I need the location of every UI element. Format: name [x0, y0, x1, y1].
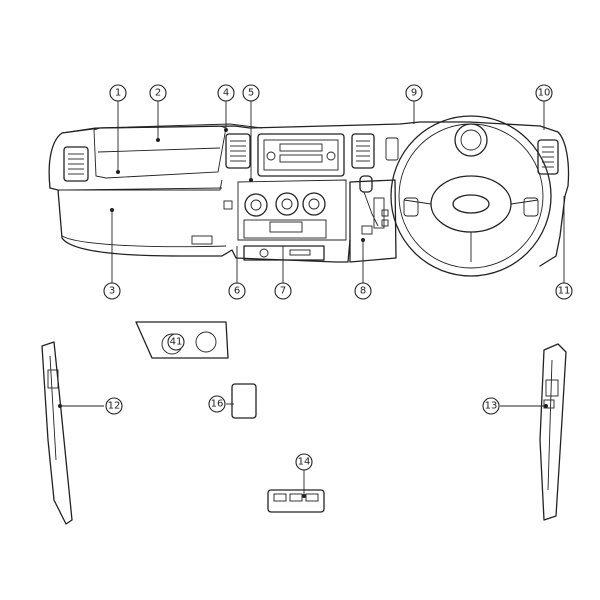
callout-10-label: 10 [538, 88, 551, 99]
callout-7-label: 7 [280, 286, 286, 297]
right-door-trim [539, 343, 567, 521]
callout-1-label: 1 [115, 88, 121, 99]
callout-16-label: 16 [211, 399, 224, 410]
gear-shifter-panel [349, 175, 397, 263]
callout-8: 8 [354, 282, 372, 300]
lower-center-console [243, 219, 327, 261]
callout-9-label: 9 [411, 88, 417, 99]
switch-blank [231, 383, 257, 419]
power-window-switch [267, 489, 325, 513]
callout-13: 13 [482, 397, 500, 415]
center-left-vent [225, 133, 251, 169]
center-right-vent [351, 133, 375, 169]
callout-14-label: 14 [298, 457, 311, 468]
callout-11-label: 11 [558, 286, 571, 297]
callout-4-label: 4 [223, 88, 229, 99]
callout-7: 7 [274, 282, 292, 300]
callout-6: 6 [228, 282, 246, 300]
glove-box-latch [191, 235, 213, 245]
passenger-vent [63, 146, 89, 182]
callout-9: 9 [405, 84, 423, 102]
callout-14: 14 [295, 453, 313, 471]
callout-16: 16 [208, 395, 226, 413]
callout-4: 4 [217, 84, 235, 102]
dashboard [48, 115, 570, 277]
callout-5-label: 5 [248, 88, 254, 99]
callout-3: 3 [103, 282, 121, 300]
callout-41: 41 [167, 333, 185, 351]
left-door-trim [41, 341, 73, 525]
callouts: 1 2 3 4 5 6 7 8 [58, 84, 573, 498]
callout-2-label: 2 [155, 88, 161, 99]
callout-8-label: 8 [360, 286, 366, 297]
climate-control-knobs [223, 192, 326, 217]
audio-unit [257, 133, 345, 177]
callout-11: 11 [555, 282, 573, 300]
callout-5: 5 [242, 84, 260, 102]
steering-wheel [390, 115, 552, 277]
callout-2: 2 [149, 84, 167, 102]
callout-1: 1 [109, 84, 127, 102]
callout-10: 10 [535, 84, 553, 102]
callout-13-label: 13 [485, 401, 498, 412]
callout-6-label: 6 [234, 286, 240, 297]
callout-12: 12 [105, 397, 123, 415]
callout-12-label: 12 [108, 401, 121, 412]
callout-41-label: 41 [170, 337, 183, 348]
switch-panel [385, 137, 399, 161]
callout-3-label: 3 [109, 286, 115, 297]
